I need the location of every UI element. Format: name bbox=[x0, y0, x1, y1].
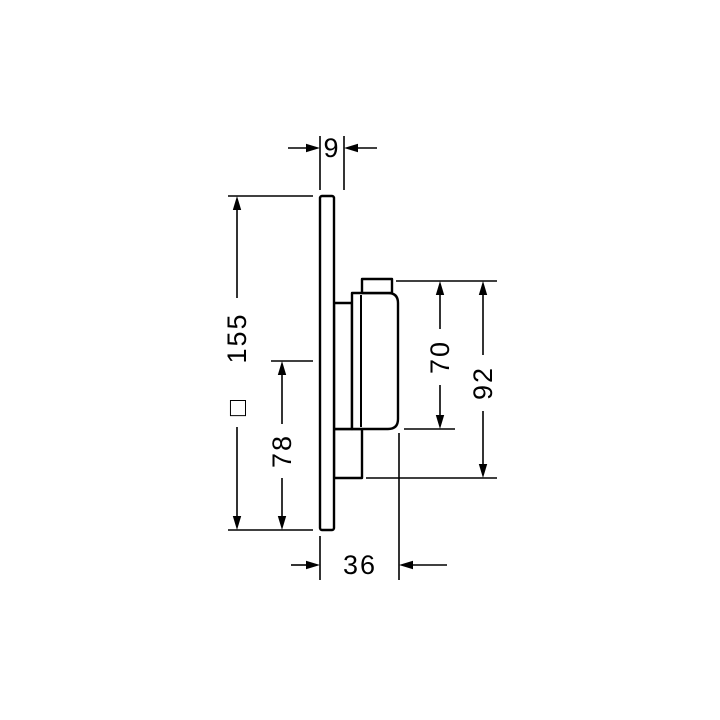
dim-body-height: 70 bbox=[396, 280, 497, 430]
valve-assembly bbox=[318, 194, 400, 532]
dim-label-overall-height: 92 bbox=[468, 366, 498, 400]
dim-label-plate-thickness: 9 bbox=[323, 133, 340, 163]
dim-label-center-to-bottom: 78 bbox=[267, 434, 297, 468]
dim-depth: 36 bbox=[291, 433, 447, 580]
arrowhead-up-icon bbox=[277, 361, 287, 375]
dim-center-to-bottom: 78 bbox=[267, 360, 313, 530]
valve-stem bbox=[332, 427, 364, 480]
dim-label-depth: 36 bbox=[343, 550, 377, 580]
dim-plate-thickness: 9 bbox=[288, 133, 377, 190]
dim-label-body-height: 70 bbox=[425, 340, 455, 374]
arrowhead-down-icon bbox=[435, 415, 445, 429]
dim-label-plate-size: 155 bbox=[222, 312, 252, 363]
arrowhead-left-icon bbox=[344, 143, 358, 153]
arrowhead-down-icon bbox=[478, 464, 488, 478]
arrowhead-down-icon bbox=[277, 516, 287, 530]
valve-sleeve bbox=[332, 301, 354, 431]
dim-overall-height: 92 bbox=[366, 281, 498, 479]
arrowhead-left-icon bbox=[399, 560, 413, 570]
square-dimension-symbol: □ bbox=[222, 398, 252, 416]
dim-plate-size: 155 □ bbox=[222, 195, 313, 531]
valve-cap bbox=[360, 277, 394, 295]
valve-body bbox=[350, 291, 400, 431]
arrowhead-up-icon bbox=[478, 281, 488, 295]
mounting-plate bbox=[318, 194, 336, 532]
arrowhead-right-icon bbox=[306, 560, 320, 570]
arrowhead-up-icon bbox=[435, 281, 445, 295]
arrowhead-up-icon bbox=[232, 196, 242, 210]
arrowhead-down-icon bbox=[232, 516, 242, 530]
arrowhead-right-icon bbox=[306, 143, 320, 153]
